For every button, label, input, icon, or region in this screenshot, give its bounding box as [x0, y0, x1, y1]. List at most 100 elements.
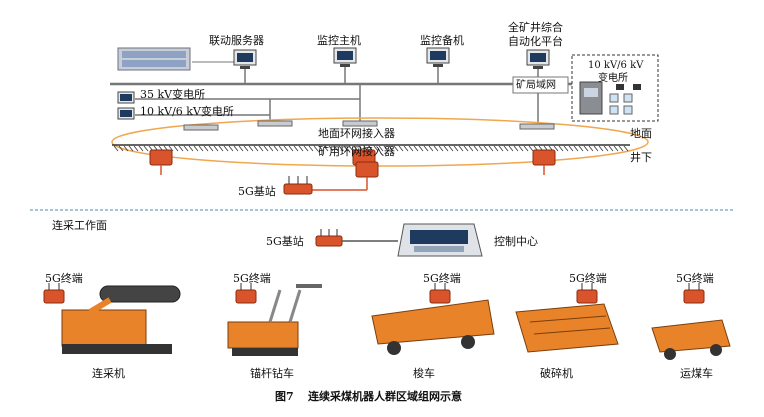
hatch-mark [608, 145, 614, 152]
hatch-mark [218, 145, 224, 152]
underground-label: 井下 [630, 151, 652, 164]
base-station-icon [283, 176, 313, 195]
hatch-mark [443, 145, 449, 152]
hatch-mark [203, 145, 209, 152]
terminal-icon [683, 283, 705, 304]
hatch-mark [378, 145, 384, 152]
hatch-mark [338, 145, 344, 152]
hatch-mark [233, 145, 239, 152]
terminal-icon [235, 283, 257, 304]
hatch-mark [128, 145, 134, 152]
hatch-mark [478, 145, 484, 152]
crusher-icon [515, 303, 619, 353]
hatch-mark [253, 145, 259, 152]
terminal-label: 5G终端 [569, 272, 607, 285]
computer-icon-10kv [117, 107, 135, 120]
hatch-mark [288, 145, 294, 152]
hatch-mark [523, 145, 529, 152]
terminal-label: 5G终端 [676, 272, 714, 285]
hatch-mark [268, 145, 274, 152]
hatch-mark [613, 145, 619, 152]
hatch-mark [563, 145, 569, 152]
linkage-server-label: 联动服务器 [209, 34, 264, 47]
ring-switch-icon [342, 120, 378, 127]
hatch-mark [298, 145, 304, 152]
server-rack-icon [117, 47, 191, 71]
hatch-mark [423, 145, 429, 152]
hatch-mark [193, 145, 199, 152]
hatch-mark [183, 145, 189, 152]
mine-lan-label: 矿局域网 [516, 80, 556, 91]
ring-switch-icon [183, 124, 219, 131]
hatch-mark [228, 145, 234, 152]
hatch-mark [508, 145, 514, 152]
hatch-mark [313, 145, 319, 152]
hatch-mark [348, 145, 354, 152]
hatch-mark [593, 145, 599, 152]
substation-10kv-label: 10 kV/6 kV变电所 [140, 105, 234, 118]
hatch-mark [273, 145, 279, 152]
hatch-mark [463, 145, 469, 152]
machine-label-crusher: 破碎机 [540, 367, 573, 380]
hatch-mark [488, 145, 494, 152]
mine-ring-device-icon [532, 149, 556, 175]
hatch-mark [168, 145, 174, 152]
hatch-mark [553, 145, 559, 152]
hatch-mark [143, 145, 149, 152]
computer-icon-host [333, 47, 357, 67]
hatch-mark [498, 145, 504, 152]
control-center-label: 控制中心 [494, 235, 538, 248]
hatch-mark [258, 145, 264, 152]
hatch-mark [293, 145, 299, 152]
substation-box-label-2: 变电所 [598, 73, 628, 84]
hatch-mark [308, 145, 314, 152]
computer-icon-server [233, 49, 257, 69]
hatch-mark [263, 145, 269, 152]
hatch-mark [408, 145, 414, 152]
base-station-work-label: 5G基站 [266, 235, 304, 248]
hatch-mark [393, 145, 399, 152]
hatch-mark [448, 145, 454, 152]
hatch-mark [123, 145, 129, 152]
mine-ring-device-icon [149, 149, 173, 175]
shuttle-car-icon [371, 299, 495, 355]
hatch-mark [398, 145, 404, 152]
hatch-mark [333, 145, 339, 152]
hatch-mark [343, 145, 349, 152]
hatch-mark [573, 145, 579, 152]
hatch-mark [578, 145, 584, 152]
mine-lan-box [512, 76, 569, 94]
figure-caption: 连续采煤机器人群区域组网示意 [308, 390, 462, 403]
hatch-mark [198, 145, 204, 152]
cabinet-screen [584, 88, 598, 97]
hatch-mark [518, 145, 524, 152]
hatch-mark [473, 145, 479, 152]
terminal-label: 5G终端 [233, 272, 271, 285]
hatch-mark [113, 145, 119, 152]
mine-ring-label: 矿用环网接入器 [318, 145, 395, 158]
automation-platform-label-1: 全矿井综合 [508, 21, 563, 34]
hatch-mark [453, 145, 459, 152]
hatch-mark [418, 145, 424, 152]
automation-platform-label-2: 自动化平台 [508, 35, 563, 48]
hatch-mark [403, 145, 409, 152]
computer-icon-backup [426, 47, 450, 67]
hatch-mark [243, 145, 249, 152]
hatch-mark [323, 145, 329, 152]
hatch-mark [428, 145, 434, 152]
hatch-mark [513, 145, 519, 152]
hatch-mark [178, 145, 184, 152]
ground-hatch [113, 145, 629, 152]
hatch-mark [388, 145, 394, 152]
terminal-label: 5G终端 [423, 272, 461, 285]
hatch-mark [248, 145, 254, 152]
computer-icon-35kv [117, 91, 135, 104]
hatch-mark [598, 145, 604, 152]
terminal-icon [429, 283, 451, 304]
hatch-mark [528, 145, 534, 152]
mine-ring-device-icon [355, 161, 379, 183]
hatch-mark [208, 145, 214, 152]
hatch-mark [493, 145, 499, 152]
control-center-icon [397, 223, 483, 257]
